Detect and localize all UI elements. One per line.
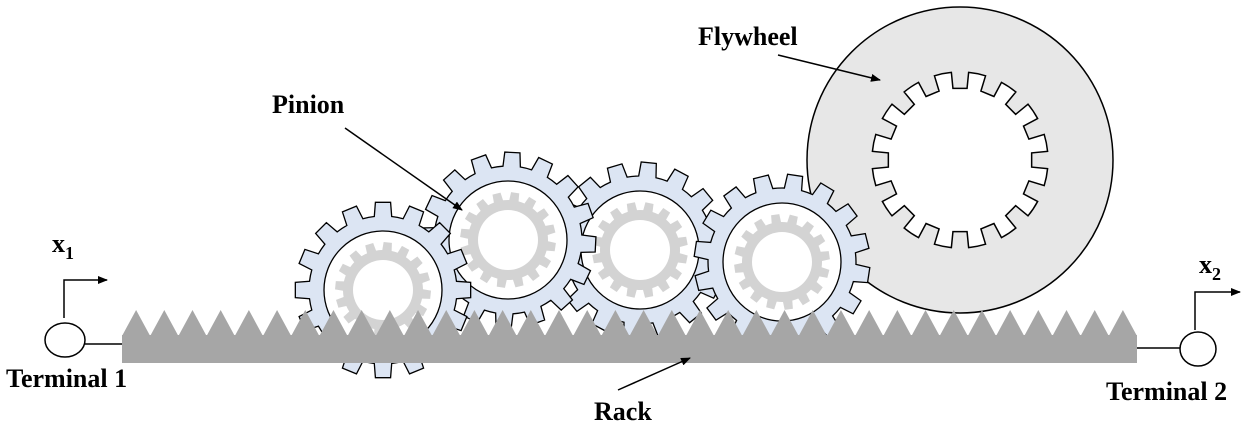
pinion-hub <box>353 260 413 320</box>
terminal-2-node <box>1179 331 1217 367</box>
rack-label: Rack <box>594 397 652 426</box>
pinion-hub <box>752 232 812 292</box>
flywheel-label: Flywheel <box>698 22 798 51</box>
terminal-1-node <box>44 322 86 358</box>
pinion-label: Pinion <box>272 90 345 119</box>
x2-label-base: x <box>1199 250 1212 279</box>
x1-label: x1 <box>52 229 74 263</box>
pinion-hub <box>610 220 670 280</box>
flywheel-leader <box>777 54 881 82</box>
rack-teeth <box>122 310 1137 336</box>
pinion-gear-set <box>294 151 871 379</box>
flywheel <box>806 6 1114 314</box>
rack <box>122 310 1137 363</box>
x1-label-base: x <box>52 229 65 258</box>
rack-bar <box>122 335 1137 363</box>
terminal-1 <box>44 322 122 358</box>
pinion-leader <box>344 127 463 211</box>
pinion-gear <box>551 161 729 339</box>
x2-displacement-arrow <box>1194 288 1241 330</box>
x1-label-subscript: 1 <box>65 243 74 263</box>
terminal-2 <box>1137 331 1217 367</box>
x2-label: x2 <box>1199 250 1221 284</box>
pinion-gear <box>693 173 871 351</box>
rack-leader <box>617 357 691 391</box>
pinion-gear <box>419 151 597 329</box>
terminal-1-label: Terminal 1 <box>6 364 127 393</box>
x1-displacement-arrow <box>63 276 108 318</box>
terminal-2-label: Terminal 2 <box>1106 377 1227 406</box>
x2-label-subscript: 2 <box>1212 264 1221 284</box>
flywheel-internal-teeth <box>871 71 1049 249</box>
pinion-hub <box>478 210 538 270</box>
